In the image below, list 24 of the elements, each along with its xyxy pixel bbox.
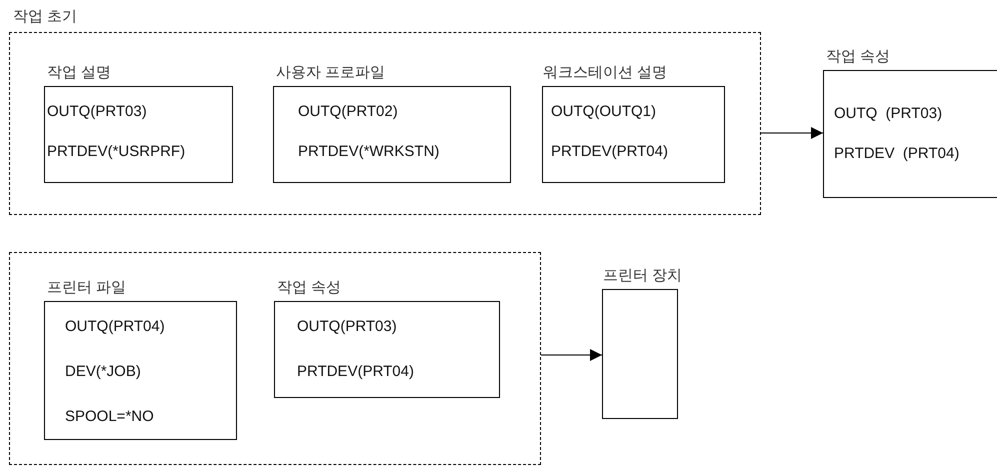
- group-frame: [9, 252, 541, 465]
- parameter-text: DEV(*JOB): [65, 363, 141, 380]
- parameter-text: OUTQ (PRT03): [834, 105, 942, 122]
- parameter-text: OUTQ(PRT04): [65, 318, 165, 335]
- parameter-text: PRTDEV (PRT04): [834, 145, 960, 162]
- box-heading: 프린터 파일: [47, 278, 126, 297]
- parameter-text: OUTQ(OUTQ1): [551, 103, 656, 120]
- box-heading: 사용자 프로파일: [276, 63, 386, 82]
- box-heading: 작업 설명: [47, 63, 112, 82]
- parameter-text: OUTQ(PRT03): [297, 318, 397, 335]
- parameter-text: PRTDEV(PRT04): [551, 143, 668, 160]
- box-heading: 워크스테이션 설명: [543, 63, 668, 82]
- parameter-text: PRTDEV(*USRPRF): [47, 143, 186, 160]
- box-heading: 프린터 장치: [603, 266, 682, 285]
- box-heading: 작업 속성: [826, 47, 890, 66]
- parameter-text: SPOOL=*NO: [65, 408, 154, 425]
- box-heading: 작업 속성: [277, 278, 342, 297]
- arrow: [540, 349, 602, 361]
- arrow: [760, 127, 824, 139]
- parameter-text: PRTDEV(*WRKSTN): [298, 143, 440, 160]
- parameter-text: PRTDEV(PRT04): [297, 363, 414, 380]
- parameter-text: OUTQ(PRT03): [47, 103, 147, 120]
- parameter-text: OUTQ(PRT02): [298, 103, 398, 120]
- box-heading: 작업 초기: [13, 7, 78, 26]
